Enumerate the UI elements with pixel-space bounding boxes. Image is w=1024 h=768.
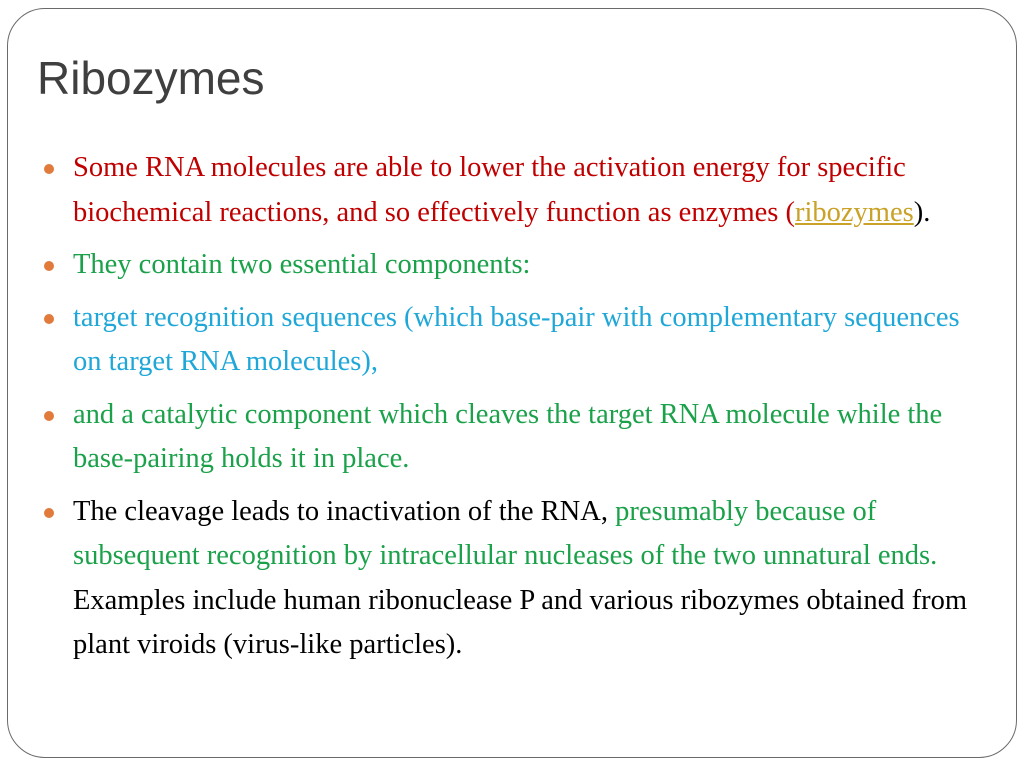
bullet-item-4: and a catalytic component which cleaves … — [0, 393, 1024, 482]
bullet-text: target recognition sequences (which base… — [73, 301, 960, 378]
bullet-text-part1: The cleavage leads to inactivation of th… — [73, 495, 616, 527]
bullet-item-2: They contain two essential components: — [0, 243, 1024, 288]
bullet-text-part3: Examples include human ribonuclease P an… — [73, 584, 968, 661]
bullet-list: Some RNA molecules are able to lower the… — [0, 146, 1024, 676]
bullet-dot-icon — [44, 261, 54, 271]
bullet-text: They contain two essential components: — [73, 249, 531, 280]
bullet-text: Some RNA molecules are able to lower the… — [73, 152, 906, 228]
bullet-dot-icon — [44, 507, 54, 518]
bullet-text: and a catalytic component which cleaves … — [73, 398, 943, 475]
slide-title: Ribozymes — [37, 52, 265, 104]
bullet-text-end: ). — [913, 196, 931, 228]
bullet-dot-icon — [44, 410, 54, 421]
bullet-dot-icon — [44, 164, 54, 174]
bullet-item-3: target recognition sequences (which base… — [0, 296, 1024, 385]
ribozymes-link[interactable]: ribozymes — [795, 196, 914, 228]
bullet-dot-icon — [44, 313, 54, 324]
slide-frame — [7, 8, 1017, 758]
bullet-text-part2: presumably because of subsequent recogni… — [73, 495, 938, 572]
bullet-item-1: Some RNA molecules are able to lower the… — [0, 146, 1024, 235]
bullet-item-5: The cleavage leads to inactivation of th… — [0, 490, 1024, 668]
